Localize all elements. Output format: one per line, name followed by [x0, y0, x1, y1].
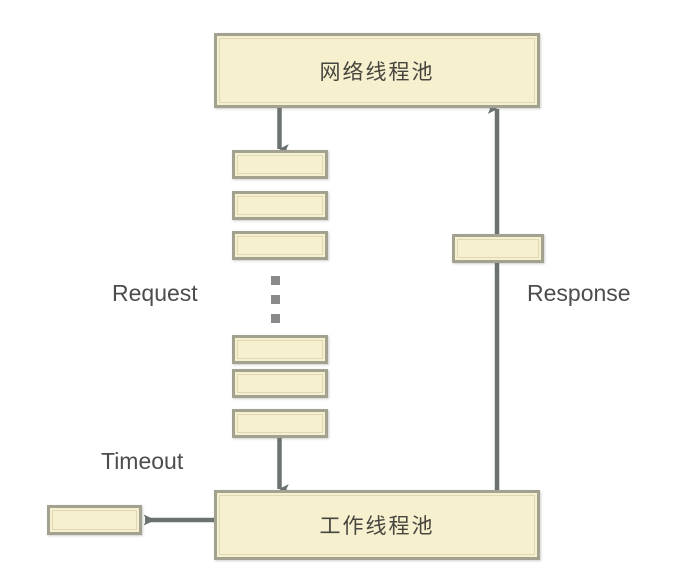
box-inner-outline [457, 239, 539, 258]
request-queue-item[interactable] [232, 335, 328, 364]
worker-thread-pool-box[interactable]: 工作线程池 [214, 490, 540, 560]
request-queue-item[interactable] [232, 191, 328, 220]
box-inner-outline [237, 374, 323, 393]
timeout-item-box[interactable] [47, 505, 142, 535]
ellipsis-dot [271, 276, 280, 285]
request-queue-item[interactable] [232, 369, 328, 398]
response-label: Response [527, 280, 631, 306]
box-inner-outline [52, 510, 137, 530]
network-thread-pool-box[interactable]: 网络线程池 [214, 33, 540, 108]
box-inner-outline [237, 414, 323, 433]
request-queue-item[interactable] [232, 150, 328, 179]
request-queue-item[interactable] [232, 409, 328, 438]
box-inner-outline [237, 155, 323, 174]
box-inner-outline [237, 236, 323, 255]
network-thread-pool-label: 网络线程池 [319, 59, 435, 84]
box-inner-outline [237, 196, 323, 215]
response-item-box[interactable] [452, 234, 544, 263]
ellipsis-dot [271, 314, 280, 323]
request-label: Request [112, 280, 198, 306]
box-inner-outline [237, 340, 323, 359]
timeout-label: Timeout [101, 448, 184, 474]
ellipsis-dot [271, 295, 280, 304]
vertical-ellipsis-icon [271, 276, 280, 324]
worker-thread-pool-label: 工作线程池 [319, 514, 435, 538]
request-queue-item[interactable] [232, 231, 328, 260]
